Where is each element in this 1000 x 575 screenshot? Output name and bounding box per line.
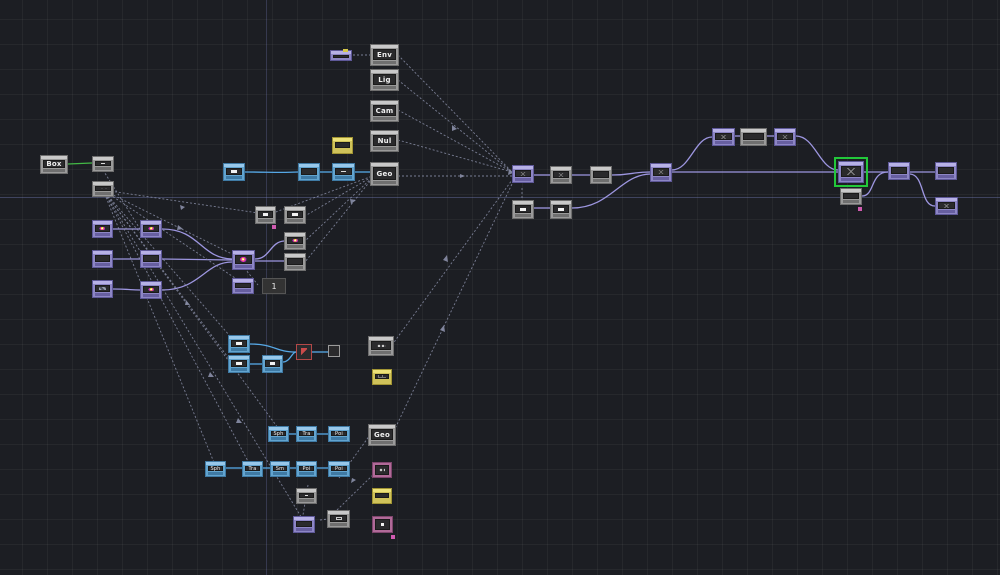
wire-chop-11 [611,171,651,176]
feedback-chop-node-2[interactable] [774,128,796,146]
geometry-comp-lower-node[interactable]: Geo [368,424,396,446]
row-b-label-2: Tra [248,465,257,472]
wire-chop-3 [112,288,141,291]
row-b-sop-5[interactable]: Poi [328,461,350,477]
wire-feedback-1 [249,343,297,353]
out-top-node[interactable] [368,336,394,356]
row-a-sop-2[interactable]: Tra [296,426,317,442]
light-comp-node[interactable]: Lig [370,69,399,91]
phong-mat-node[interactable] [372,462,392,478]
chopto-top-node[interactable] [327,510,350,528]
feedback-chop-node-1[interactable] [712,128,735,146]
blur-top-node[interactable] [590,166,612,184]
row-a-sop-1[interactable]: Sph [268,426,289,442]
text-dat-node[interactable] [332,137,353,154]
error-flag [272,225,276,229]
row-b-label-5: Poi [335,465,343,472]
row-b-label-4: Poi [302,465,311,472]
wire-chop-6 [161,261,233,291]
lfo-chop-node[interactable] [92,220,113,238]
level-top-node-2[interactable] [550,200,572,219]
particle-mat-node[interactable] [372,516,393,533]
grid-sop-node[interactable] [223,163,245,181]
sopto-chop-node[interactable] [293,516,315,533]
geo-lower-label: Geo [374,430,390,439]
math-chop-node-2[interactable] [140,250,162,268]
warning-flag [343,49,348,52]
camera-label: Cam [375,106,394,115]
box-sop-label: Box [46,160,62,168]
white-top-node[interactable] [255,206,276,224]
final-chop-node[interactable] [935,197,958,215]
table-dat-node[interactable] [372,369,392,385]
wire-chop-22 [909,173,936,207]
wire-box-to-comp [67,162,93,165]
feedback-top-wide-node[interactable] [740,128,767,146]
wire-chop-19 [861,171,889,197]
null-sop-node[interactable] [332,163,355,181]
row-b-label-1: Sph [210,465,221,472]
row-b-sop-2[interactable]: Tra [242,461,263,477]
constant-top-node[interactable] [284,206,306,224]
render-top-node[interactable] [328,345,340,357]
geometry-comp-main-node[interactable]: Geo [370,162,399,186]
noise-chop-node[interactable] [92,250,113,268]
level-top-node[interactable] [284,253,306,271]
null-chop-node[interactable] [888,162,910,180]
text-top-node[interactable]: 1 [262,278,286,294]
geo-main-label: Geo [376,169,393,178]
wire-chop-4 [161,228,233,260]
row-b-sop-1[interactable]: Sph [205,461,226,477]
row-a-label-3: Poi [335,430,343,437]
script-node[interactable] [92,181,114,197]
error-flag-2 [391,535,395,539]
null-comp-node[interactable]: Nul [370,130,399,152]
row-b-label-3: Sm [275,465,285,472]
wire-chop-14 [671,136,713,171]
render-top-node-2[interactable] [840,188,862,205]
math-chop-node-3[interactable] [140,281,162,299]
wire-chop-5 [161,258,233,261]
comp-chop-node[interactable] [650,163,672,182]
select-top-node[interactable] [512,200,534,219]
composite-top-node[interactable] [284,232,306,250]
row-b-sop-4[interactable]: Poi [296,461,317,477]
light-label: Lig [378,75,391,84]
pattern-chop-node[interactable] [92,280,113,298]
script-dat-node[interactable] [372,488,392,504]
text-top-value: 1 [271,282,277,291]
constant-sop-node[interactable] [296,488,317,504]
row-b-sop-3[interactable]: Sm [270,461,290,477]
wire-feedback-3 [282,351,297,363]
component-node[interactable] [92,156,114,172]
row-a-sop-3[interactable]: Poi [328,426,350,442]
wire-chop-7 [254,240,285,260]
row-a-label-1: Sph [273,430,284,437]
feedback-top-node[interactable] [296,344,312,360]
out-chop-node[interactable] [935,162,957,180]
info-chop-node[interactable] [330,50,352,61]
env-label: Env [377,50,392,59]
error-flag-3 [858,207,862,211]
select-chop-node-1[interactable] [512,165,534,183]
row-a-label-2: Tra [302,430,311,437]
merge-chop-node[interactable] [232,250,255,270]
copy-sop-node[interactable] [228,355,250,373]
math-chop-node-1[interactable] [140,220,162,238]
wire-chop-17 [795,135,839,171]
box-sop-node[interactable]: Box [40,155,68,174]
camera-comp-node[interactable]: Cam [370,100,399,122]
rectangle-sop-node[interactable] [228,335,250,353]
trail-chop-node[interactable] [232,278,254,294]
align-sop-node[interactable] [262,355,283,373]
over-top-node[interactable] [550,166,572,184]
selected-output-chop-node[interactable] [834,157,868,187]
environment-light-comp-node[interactable]: Env [370,44,399,66]
null-label: Nul [377,136,392,145]
transform-sop-node[interactable] [298,163,320,181]
